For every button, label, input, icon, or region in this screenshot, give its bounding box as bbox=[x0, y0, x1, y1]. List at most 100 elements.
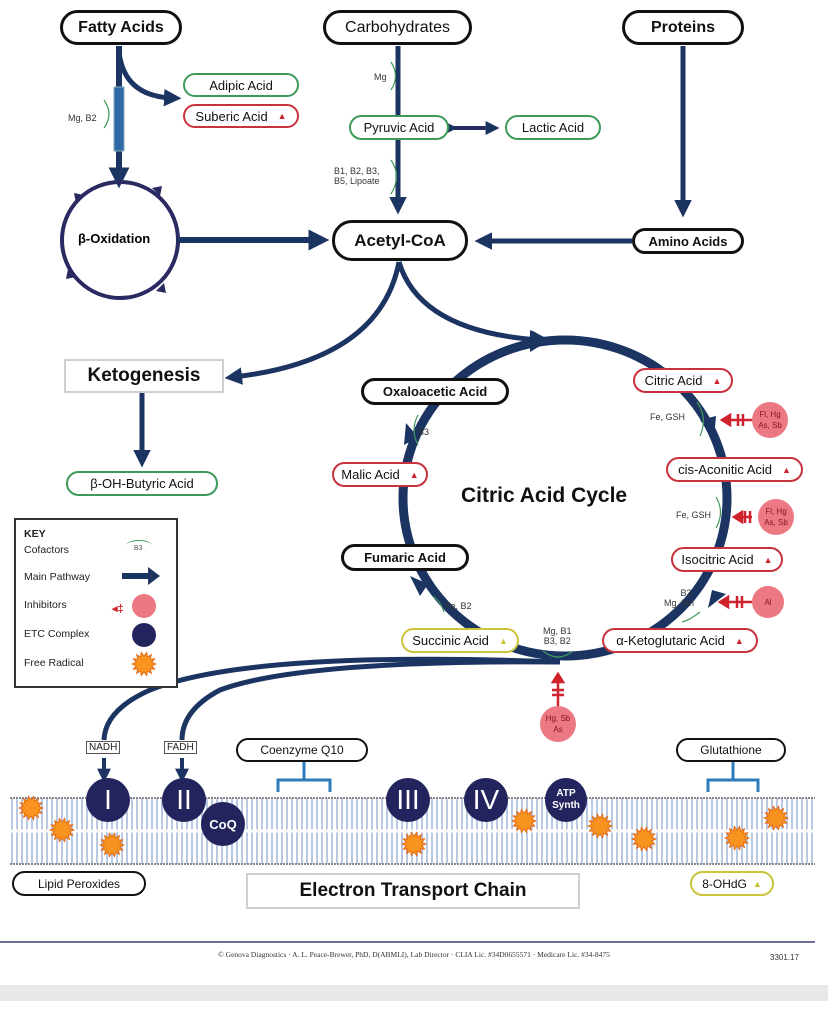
free-radical-icon bbox=[400, 831, 428, 857]
node-carbohydrates: Carbohydrates bbox=[323, 10, 472, 45]
inhibitor-line: Fl, Hg bbox=[765, 507, 787, 516]
key-etc-label: ETC Complex bbox=[24, 628, 90, 640]
marker-citric-acid: Citric Acid ▲ bbox=[633, 368, 733, 393]
cofactor-isocitric: B3,Mg, Mn bbox=[664, 588, 694, 608]
inhibitor-arrow-icon: ◂‡ bbox=[112, 603, 124, 615]
elevated-triangle-icon: ▲ bbox=[277, 111, 287, 121]
cofactor-line: B3, bbox=[680, 588, 695, 598]
key-main-pathway-label: Main Pathway bbox=[24, 571, 90, 583]
marker-alpha-ketoglutaric-acid: α-Ketoglutaric Acid ▲ bbox=[602, 628, 758, 653]
arrow-acetyl-to-ketogenesis bbox=[224, 261, 402, 385]
cofactor-malic: B3 bbox=[418, 427, 430, 437]
key-free-radical-label: Free Radical bbox=[24, 657, 84, 669]
atp-line: Synth bbox=[552, 800, 580, 811]
cofactor-line: B3, B2 bbox=[543, 636, 571, 646]
elevated-triangle-icon: ▲ bbox=[712, 375, 722, 386]
inhibitor-line: As, Sb bbox=[758, 421, 782, 430]
cofactor-line: Mg, B1 bbox=[543, 626, 572, 636]
transport-bar bbox=[113, 86, 125, 152]
bottom-bar bbox=[0, 985, 828, 1001]
inhibitor-line: As, Sb bbox=[764, 518, 788, 527]
inhibitor-isocitric: Al bbox=[752, 586, 784, 618]
cofactor-arc bbox=[431, 595, 445, 613]
free-radical-icon bbox=[98, 832, 126, 858]
node-acetyl-coa: Acetyl-CoA bbox=[332, 220, 468, 261]
cofactor-arc bbox=[542, 650, 574, 658]
marker-label: Citric Acid bbox=[644, 373, 703, 388]
cofactor-arc bbox=[413, 414, 419, 446]
node-coenzyme-q10: Coenzyme Q10 bbox=[236, 738, 368, 762]
label-nadh: NADH bbox=[86, 741, 121, 754]
key-title: KEY bbox=[24, 528, 46, 540]
etc-circle-icon bbox=[132, 623, 156, 647]
marker-adipic-acid: Adipic Acid bbox=[183, 73, 299, 97]
marker-label: Suberic Acid bbox=[195, 108, 268, 124]
marker-label: α-Ketoglutaric Acid bbox=[616, 633, 725, 648]
cofactor-fatty: Mg, B2 bbox=[68, 113, 97, 123]
free-radical-icon bbox=[130, 651, 158, 677]
box-ketogenesis: Ketogenesis bbox=[64, 359, 224, 393]
elevated-triangle-icon: ▲ bbox=[763, 554, 773, 565]
node-fumaric-acid: Fumaric Acid bbox=[341, 544, 469, 571]
label-beta-oxidation: β-Oxidation bbox=[78, 231, 151, 246]
node-oxaloacetic-acid: Oxaloacetic Acid bbox=[361, 378, 509, 405]
cycle-title: Citric Acid Cycle bbox=[461, 484, 628, 507]
elevated-triangle-icon: ▲ bbox=[409, 469, 419, 480]
etc-complex-2: II bbox=[162, 778, 206, 822]
marker-label: Malic Acid bbox=[341, 467, 400, 482]
inhibitor-line: Hg, Sb bbox=[545, 714, 571, 723]
box-electron-transport-chain: Electron Transport Chain bbox=[246, 873, 580, 909]
marker-label: 8-OHdG bbox=[702, 876, 747, 891]
free-radical-icon bbox=[630, 826, 658, 852]
cofactor-line: Mg, Mn bbox=[664, 598, 695, 608]
etc-complex-3: III bbox=[386, 778, 430, 822]
marker-label: Isocitric Acid bbox=[681, 552, 754, 567]
node-lipid-peroxides: Lipid Peroxides bbox=[12, 871, 146, 896]
marker-lactic-acid: Lactic Acid bbox=[505, 115, 601, 140]
free-radical-icon bbox=[762, 805, 790, 831]
arrow-cycle-to-fadh bbox=[179, 659, 561, 741]
main-pathway-arrowhead-icon bbox=[148, 567, 160, 585]
arrow-cycle-to-nadh bbox=[101, 656, 561, 741]
atp-line: ATP bbox=[556, 788, 576, 799]
elevated-triangle-icon: ▲ bbox=[498, 635, 508, 646]
footer-text: © Genova Diagnostics · A. L. Peace-Brewe… bbox=[218, 950, 610, 959]
elevated-triangle-icon: ▲ bbox=[734, 635, 744, 646]
cofactor-carb-b: B1, B2, B3, B5, Lipoate bbox=[334, 166, 380, 186]
cofactor-arc bbox=[390, 61, 397, 91]
node-fatty-acids: Fatty Acids bbox=[60, 10, 182, 45]
coq10-bracket bbox=[276, 762, 332, 792]
node-glutathione: Glutathione bbox=[676, 738, 786, 762]
marker-8-ohdg: 8-OHdG▲ bbox=[690, 871, 774, 896]
marker-beta-oh-butyric-acid: β-OH-Butyric Acid bbox=[66, 471, 218, 496]
marker-label: Succinic Acid bbox=[412, 633, 489, 648]
cofactor-arc bbox=[103, 99, 110, 129]
cofactor-succinic: Fe, B2 bbox=[445, 601, 472, 611]
main-pathway-arrow-icon bbox=[122, 573, 150, 579]
cofactor-citric: Fe, GSH bbox=[650, 412, 686, 422]
marker-suberic-acid: Suberic Acid ▲ bbox=[183, 104, 299, 128]
etc-complex-1: I bbox=[86, 778, 130, 822]
cofactor-aconitic: Fe, GSH bbox=[676, 510, 712, 520]
cofactor-arc bbox=[390, 159, 398, 195]
etc-complex-4: IV bbox=[464, 778, 508, 822]
free-radicals bbox=[17, 795, 790, 858]
cofactor-arc-icon bbox=[126, 540, 152, 551]
node-amino-acids: Amino Acids bbox=[632, 228, 744, 254]
cofactor-arc bbox=[696, 401, 704, 437]
inhibitor-arrows bbox=[550, 412, 752, 706]
elevated-triangle-icon: ▲ bbox=[782, 464, 791, 475]
node-proteins: Proteins bbox=[622, 10, 744, 45]
marker-succinic-acid: Succinic Acid ▲ bbox=[401, 628, 519, 653]
marker-label: cis-Aconitic Acid bbox=[678, 462, 772, 477]
inhibitor-circle-icon bbox=[132, 594, 156, 618]
cofactor-arc bbox=[681, 611, 701, 623]
etc-coq: CoQ bbox=[201, 802, 245, 846]
legend-key: KEY Cofactors B3 Main Pathway Inhibitors… bbox=[14, 518, 178, 688]
marker-isocitric-acid: Isocitric Acid ▲ bbox=[671, 547, 783, 572]
